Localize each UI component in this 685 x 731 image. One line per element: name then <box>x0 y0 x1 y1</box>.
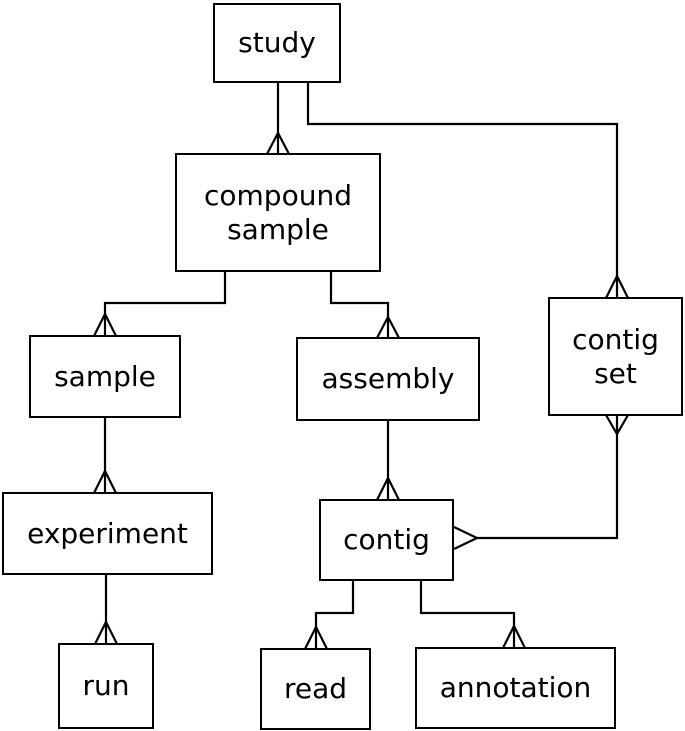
crow-foot-compound-sample-top-icon <box>266 130 290 155</box>
crow-foot-contig-right-icon <box>453 526 480 550</box>
entity-experiment-label: experiment <box>27 516 188 550</box>
entity-compound-sample-label-line2: sample <box>227 212 329 246</box>
crow-foot-run-top-icon <box>94 619 118 645</box>
entity-assembly: assembly <box>296 337 480 421</box>
entity-annotation: annotation <box>415 647 616 729</box>
entity-contig-set: contig set <box>548 297 683 416</box>
entity-study-label: study <box>238 26 316 59</box>
entity-experiment: experiment <box>2 492 213 575</box>
crow-foot-assembly-top-icon <box>376 314 400 339</box>
entity-compound-sample-label-line1: compound <box>204 178 352 212</box>
entity-contig: contig <box>319 499 454 581</box>
entity-contig-set-label-line1: contig <box>572 322 659 356</box>
edge-study-contig-set <box>306 82 619 298</box>
edge-contig-set-contig <box>477 415 619 540</box>
entity-contig-label: contig <box>343 523 430 556</box>
crow-foot-contig-top-icon <box>376 475 400 501</box>
entity-read-label: read <box>283 672 348 705</box>
entity-run-label: run <box>82 669 130 702</box>
entity-assembly-label: assembly <box>321 362 455 395</box>
crow-foot-experiment-top-icon <box>93 468 117 494</box>
crow-foot-contig-set-bottom-icon <box>605 414 629 437</box>
entity-read: read <box>260 648 371 730</box>
crow-foot-sample-top-icon <box>93 311 117 337</box>
edge-compound-sample-sample <box>103 271 227 336</box>
crow-foot-contig-set-top-icon <box>605 273 629 299</box>
entity-sample-label: sample <box>54 359 156 393</box>
entity-annotation-label: annotation <box>439 671 592 704</box>
entity-contig-set-label-line2: set <box>594 356 637 390</box>
entity-sample: sample <box>29 335 181 418</box>
edge-compound-sample-assembly <box>329 271 390 338</box>
entity-run: run <box>58 643 154 729</box>
entity-compound-sample: compound sample <box>175 153 381 272</box>
crow-foot-read-top-icon <box>304 624 328 650</box>
entity-study: study <box>213 3 341 83</box>
edge-contig-annotation <box>419 580 516 648</box>
edge-contig-read <box>314 580 355 649</box>
crow-foot-annotation-top-icon <box>502 623 526 649</box>
